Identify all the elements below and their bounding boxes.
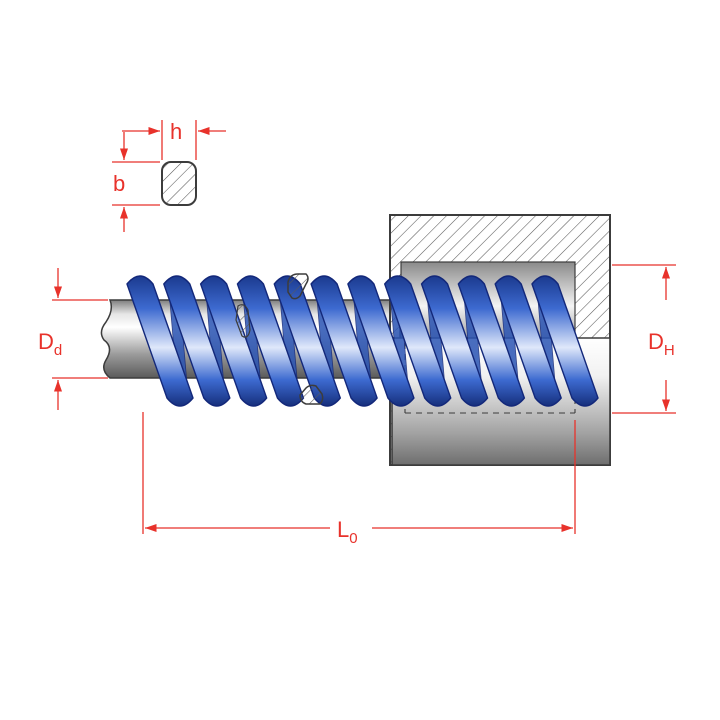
wire-cross-section: h b — [112, 119, 226, 232]
dimension-h — [122, 120, 226, 160]
dimension-b — [112, 132, 160, 232]
spring-coil — [347, 275, 415, 407]
spring-coil — [531, 275, 599, 407]
cut-section-rod — [235, 304, 251, 338]
label-dh: DH — [648, 329, 675, 359]
dimension-dd: Dd — [38, 268, 108, 410]
spring-coil — [126, 275, 194, 407]
cut-section-bottom — [299, 384, 324, 405]
spring-coil — [494, 275, 562, 407]
label-b: b — [113, 171, 125, 196]
spring-coil — [310, 275, 378, 407]
spring-coils — [126, 275, 599, 407]
label-l0: L0 — [337, 517, 358, 547]
label-h: h — [170, 119, 182, 144]
spring-coil — [457, 275, 526, 407]
spring-coil — [163, 275, 231, 407]
wire-section-shape — [161, 161, 197, 206]
coil-cut-sections — [235, 273, 324, 405]
dimension-dh: DH — [612, 264, 676, 414]
spring-coil — [383, 275, 452, 407]
cut-section-top — [287, 273, 309, 300]
spring-coil — [420, 275, 489, 407]
spring-coil — [199, 275, 268, 407]
dimension-l0: L0 — [142, 412, 576, 547]
label-dd: Dd — [38, 329, 62, 359]
